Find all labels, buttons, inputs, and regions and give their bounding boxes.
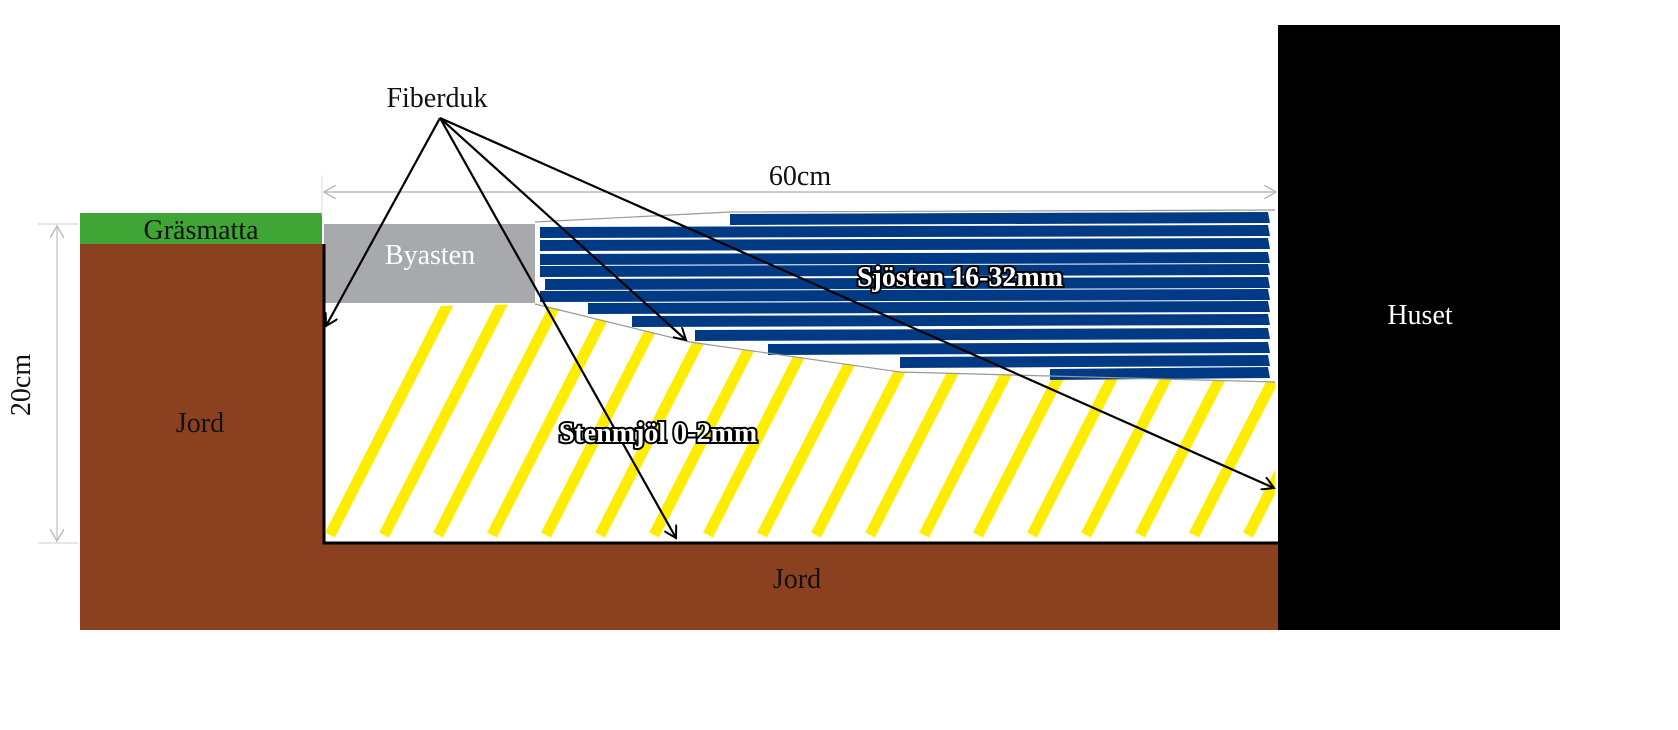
stone-stripe <box>545 277 1270 290</box>
height-label: 20cm <box>6 354 37 416</box>
arrow <box>439 117 676 538</box>
soil-bottom <box>322 544 1280 630</box>
stone-stripe <box>632 314 1270 327</box>
dust-stripe <box>1243 304 1275 538</box>
soil-left-label: Jord <box>176 408 224 439</box>
stone-stripe <box>540 238 1270 251</box>
sea-stones-layer <box>540 212 1270 380</box>
stone-stripe <box>695 328 1270 341</box>
dust-stripe <box>487 304 617 538</box>
soil-left <box>80 244 324 630</box>
dust-stripe <box>1189 304 1275 538</box>
dust-stripe <box>433 304 563 538</box>
dust-label: Stenmjöl 0-2mm <box>559 418 757 449</box>
width-label: 60cm <box>769 161 831 192</box>
trench-outline <box>322 244 1278 545</box>
arrow <box>326 117 441 326</box>
fiberduk-label: Fiberduk <box>386 83 487 114</box>
house-label: Huset <box>1387 300 1453 331</box>
arrow <box>439 117 686 340</box>
curb-stone <box>324 224 535 303</box>
stone-stripe <box>588 301 1270 314</box>
stone-stripe <box>540 252 1270 265</box>
stone-stripe <box>540 289 1270 302</box>
grass-layer <box>80 213 322 244</box>
stone-stripe <box>1050 367 1270 380</box>
stone-stripe <box>730 212 1270 225</box>
dust-stripe <box>326 304 455 538</box>
stone-stripe <box>900 355 1270 368</box>
arrow <box>439 116 1274 488</box>
grass-label: Gräsmatta <box>143 215 259 246</box>
dust-stripe <box>541 304 671 538</box>
house-wall <box>1278 25 1560 630</box>
fabric-line-top <box>534 209 1276 223</box>
dust-stripe <box>379 304 509 538</box>
curb-label: Byasten <box>385 240 475 271</box>
stone-stripe <box>540 225 1270 238</box>
stones-label: Sjösten 16-32mm <box>857 262 1063 293</box>
stone-stripe <box>768 342 1270 355</box>
soil-bottom-label: Jord <box>773 564 821 595</box>
fabric-line <box>534 303 1276 383</box>
stone-stripe <box>540 264 1270 277</box>
fiberduk-arrows <box>326 116 1274 538</box>
